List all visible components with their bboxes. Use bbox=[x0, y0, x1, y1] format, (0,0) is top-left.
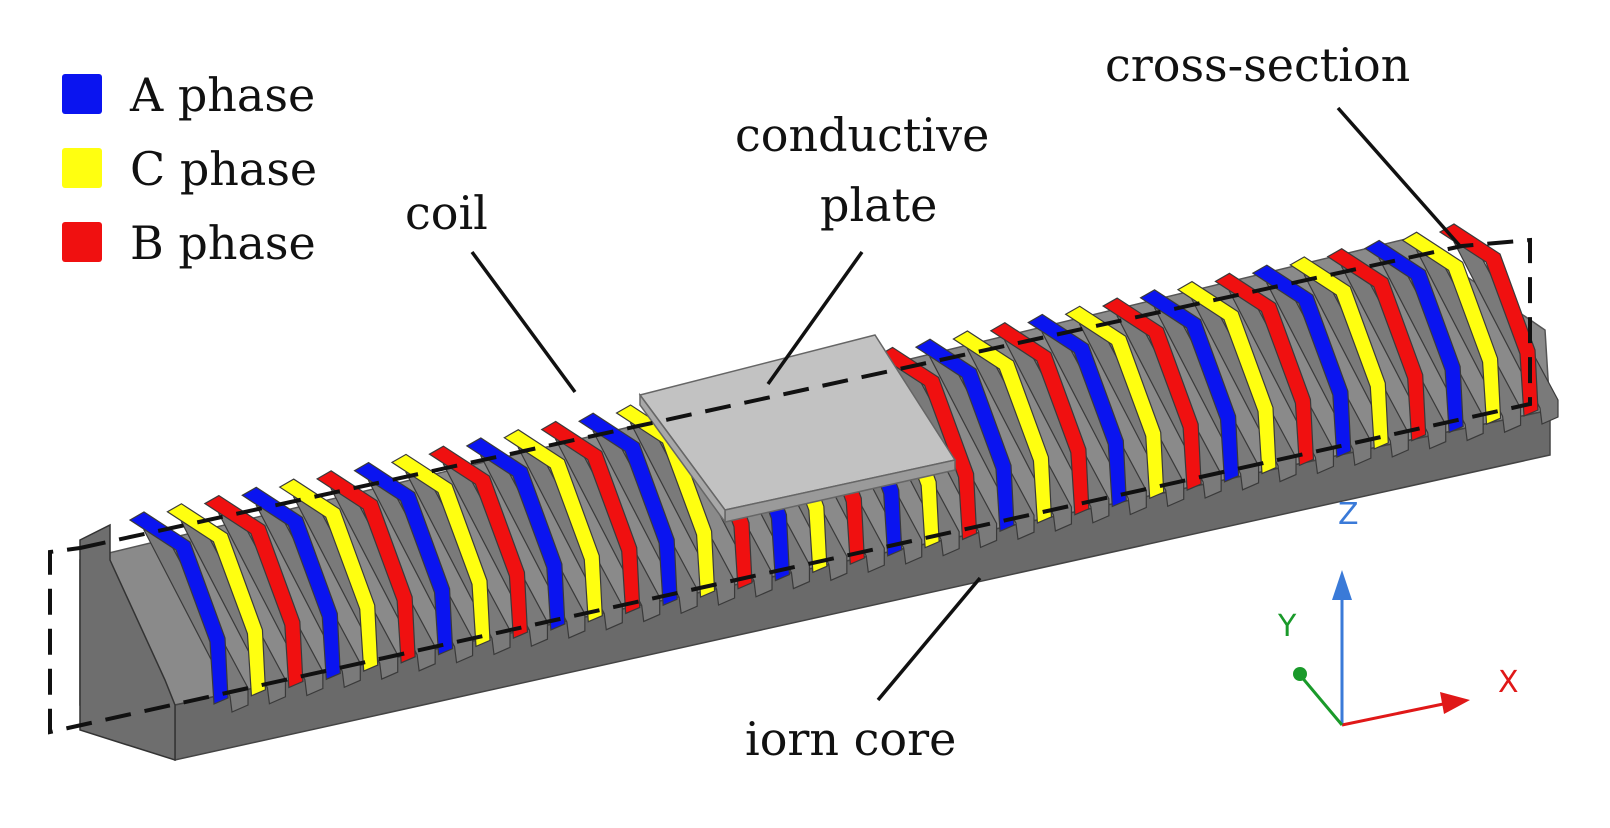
conductive-plate-label-line2: plate bbox=[820, 178, 938, 232]
coil-turn-a bbox=[1363, 239, 1464, 434]
z-axis-arrow-icon bbox=[1332, 570, 1352, 600]
x-axis-label: X bbox=[1498, 665, 1519, 700]
coil-turn-c bbox=[1176, 280, 1277, 475]
coil-turn-c bbox=[1064, 305, 1165, 500]
coil-turn-c bbox=[503, 429, 603, 623]
coil-turn-b bbox=[1101, 297, 1202, 491]
iron-core-end-face bbox=[79, 523, 176, 762]
z-axis-label: Z bbox=[1338, 497, 1359, 532]
x-axis-arrow-icon bbox=[1440, 692, 1470, 714]
cross-section-leader-line bbox=[1336, 106, 1462, 248]
plate-leader-line bbox=[766, 250, 864, 386]
iron-core-label: iorn core bbox=[745, 712, 957, 766]
coil-turn-a bbox=[1139, 289, 1240, 483]
coil-label: coil bbox=[405, 186, 488, 240]
x-axis bbox=[1341, 701, 1449, 727]
coil-turn-a bbox=[241, 486, 341, 681]
coil-turn-a bbox=[914, 338, 1015, 533]
legend-label-b-phase: B phase bbox=[130, 216, 316, 270]
coil-turn-c bbox=[1289, 256, 1389, 450]
coil-turn-c bbox=[952, 330, 1053, 524]
cross-section-label: cross-section bbox=[1105, 38, 1411, 92]
coil-turn-b bbox=[877, 346, 978, 541]
legend-label-a-phase: A phase bbox=[130, 68, 316, 122]
coil-turn-c bbox=[1401, 231, 1502, 426]
coil-turn-b bbox=[1214, 272, 1315, 467]
coil-turn-a bbox=[128, 511, 229, 705]
coil-turn-b bbox=[989, 322, 1090, 516]
coil-turn-c bbox=[390, 453, 491, 648]
y-axis-arrow-icon bbox=[1293, 667, 1307, 681]
conductive-plate-end bbox=[639, 392, 726, 525]
coil-turn-c bbox=[615, 404, 716, 598]
coil-turn-a bbox=[465, 437, 566, 631]
coil-turn-a bbox=[577, 412, 678, 607]
coil-turn-c bbox=[278, 478, 379, 672]
coil-leader-line bbox=[470, 250, 577, 394]
legend-label-c-phase: C phase bbox=[130, 142, 318, 196]
coil-turn-b bbox=[1438, 223, 1539, 417]
y-axis-label: Y bbox=[1278, 609, 1297, 644]
coil-turn-c bbox=[166, 503, 267, 697]
coil-turn-b bbox=[540, 420, 641, 615]
legend-swatch-a-phase bbox=[62, 74, 102, 114]
coil-turn-b bbox=[428, 445, 529, 640]
coil-turn-a bbox=[353, 461, 454, 656]
core-leader-line bbox=[876, 576, 982, 702]
conductive-plate-label-line1: conductive bbox=[735, 108, 990, 162]
axis-triad bbox=[1293, 570, 1470, 727]
coil-turn-b bbox=[315, 470, 416, 664]
cross-section-plane bbox=[48, 237, 1532, 735]
coil-turn-b bbox=[1326, 247, 1427, 442]
coil-turn-b bbox=[203, 494, 304, 689]
coil-turn-a bbox=[1027, 313, 1127, 508]
legend-swatch-c-phase bbox=[62, 148, 102, 188]
coil-turn-a bbox=[1251, 264, 1352, 459]
legend-swatch-b-phase bbox=[62, 222, 102, 262]
y-axis bbox=[1298, 674, 1344, 726]
